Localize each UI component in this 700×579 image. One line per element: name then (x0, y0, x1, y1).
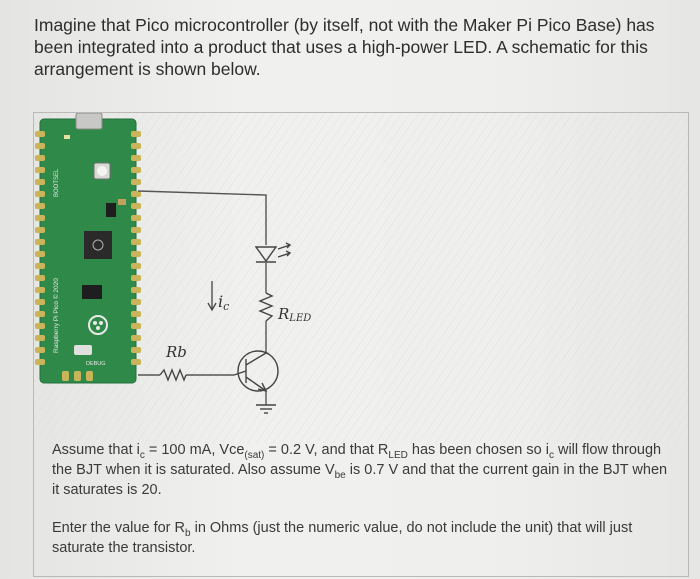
intro-paragraph: Imagine that Pico microcontroller (by it… (34, 15, 655, 79)
usb-connector (75, 113, 103, 130)
schematic-figure: Raspberry Pi Pico © 2020 BOOTSEL DEBUG (34, 113, 688, 443)
question-assumptions: Assume that ic = 100 mA, Vce(sat) = 0.2 … (52, 442, 668, 498)
bootsel-label: BOOTSEL (54, 168, 60, 197)
collector-current-arrow (207, 281, 217, 312)
rp2040-chip (84, 231, 112, 259)
led-symbol (254, 242, 292, 263)
figure-frame (33, 112, 689, 577)
onboard-led (64, 135, 70, 139)
rb-label: Rb (165, 343, 187, 361)
circuit-wires (137, 190, 267, 405)
raspberry-logo (88, 315, 108, 335)
rb-resistor (159, 368, 187, 382)
question-prompt: Enter the value for Rb in Ohms (just the… (52, 520, 633, 556)
rled-label: RLED (277, 305, 311, 324)
board-silkscreen: Raspberry Pi Pico © 2020 (52, 278, 60, 353)
pico-board: Raspberry Pi Pico © 2020 BOOTSEL DEBUG (35, 113, 141, 384)
debug-label: DEBUG (86, 361, 106, 367)
bjt-transistor (233, 350, 279, 393)
ground-symbol (256, 404, 276, 414)
rled-resistor (258, 292, 274, 322)
ic-label: ic (218, 292, 229, 313)
